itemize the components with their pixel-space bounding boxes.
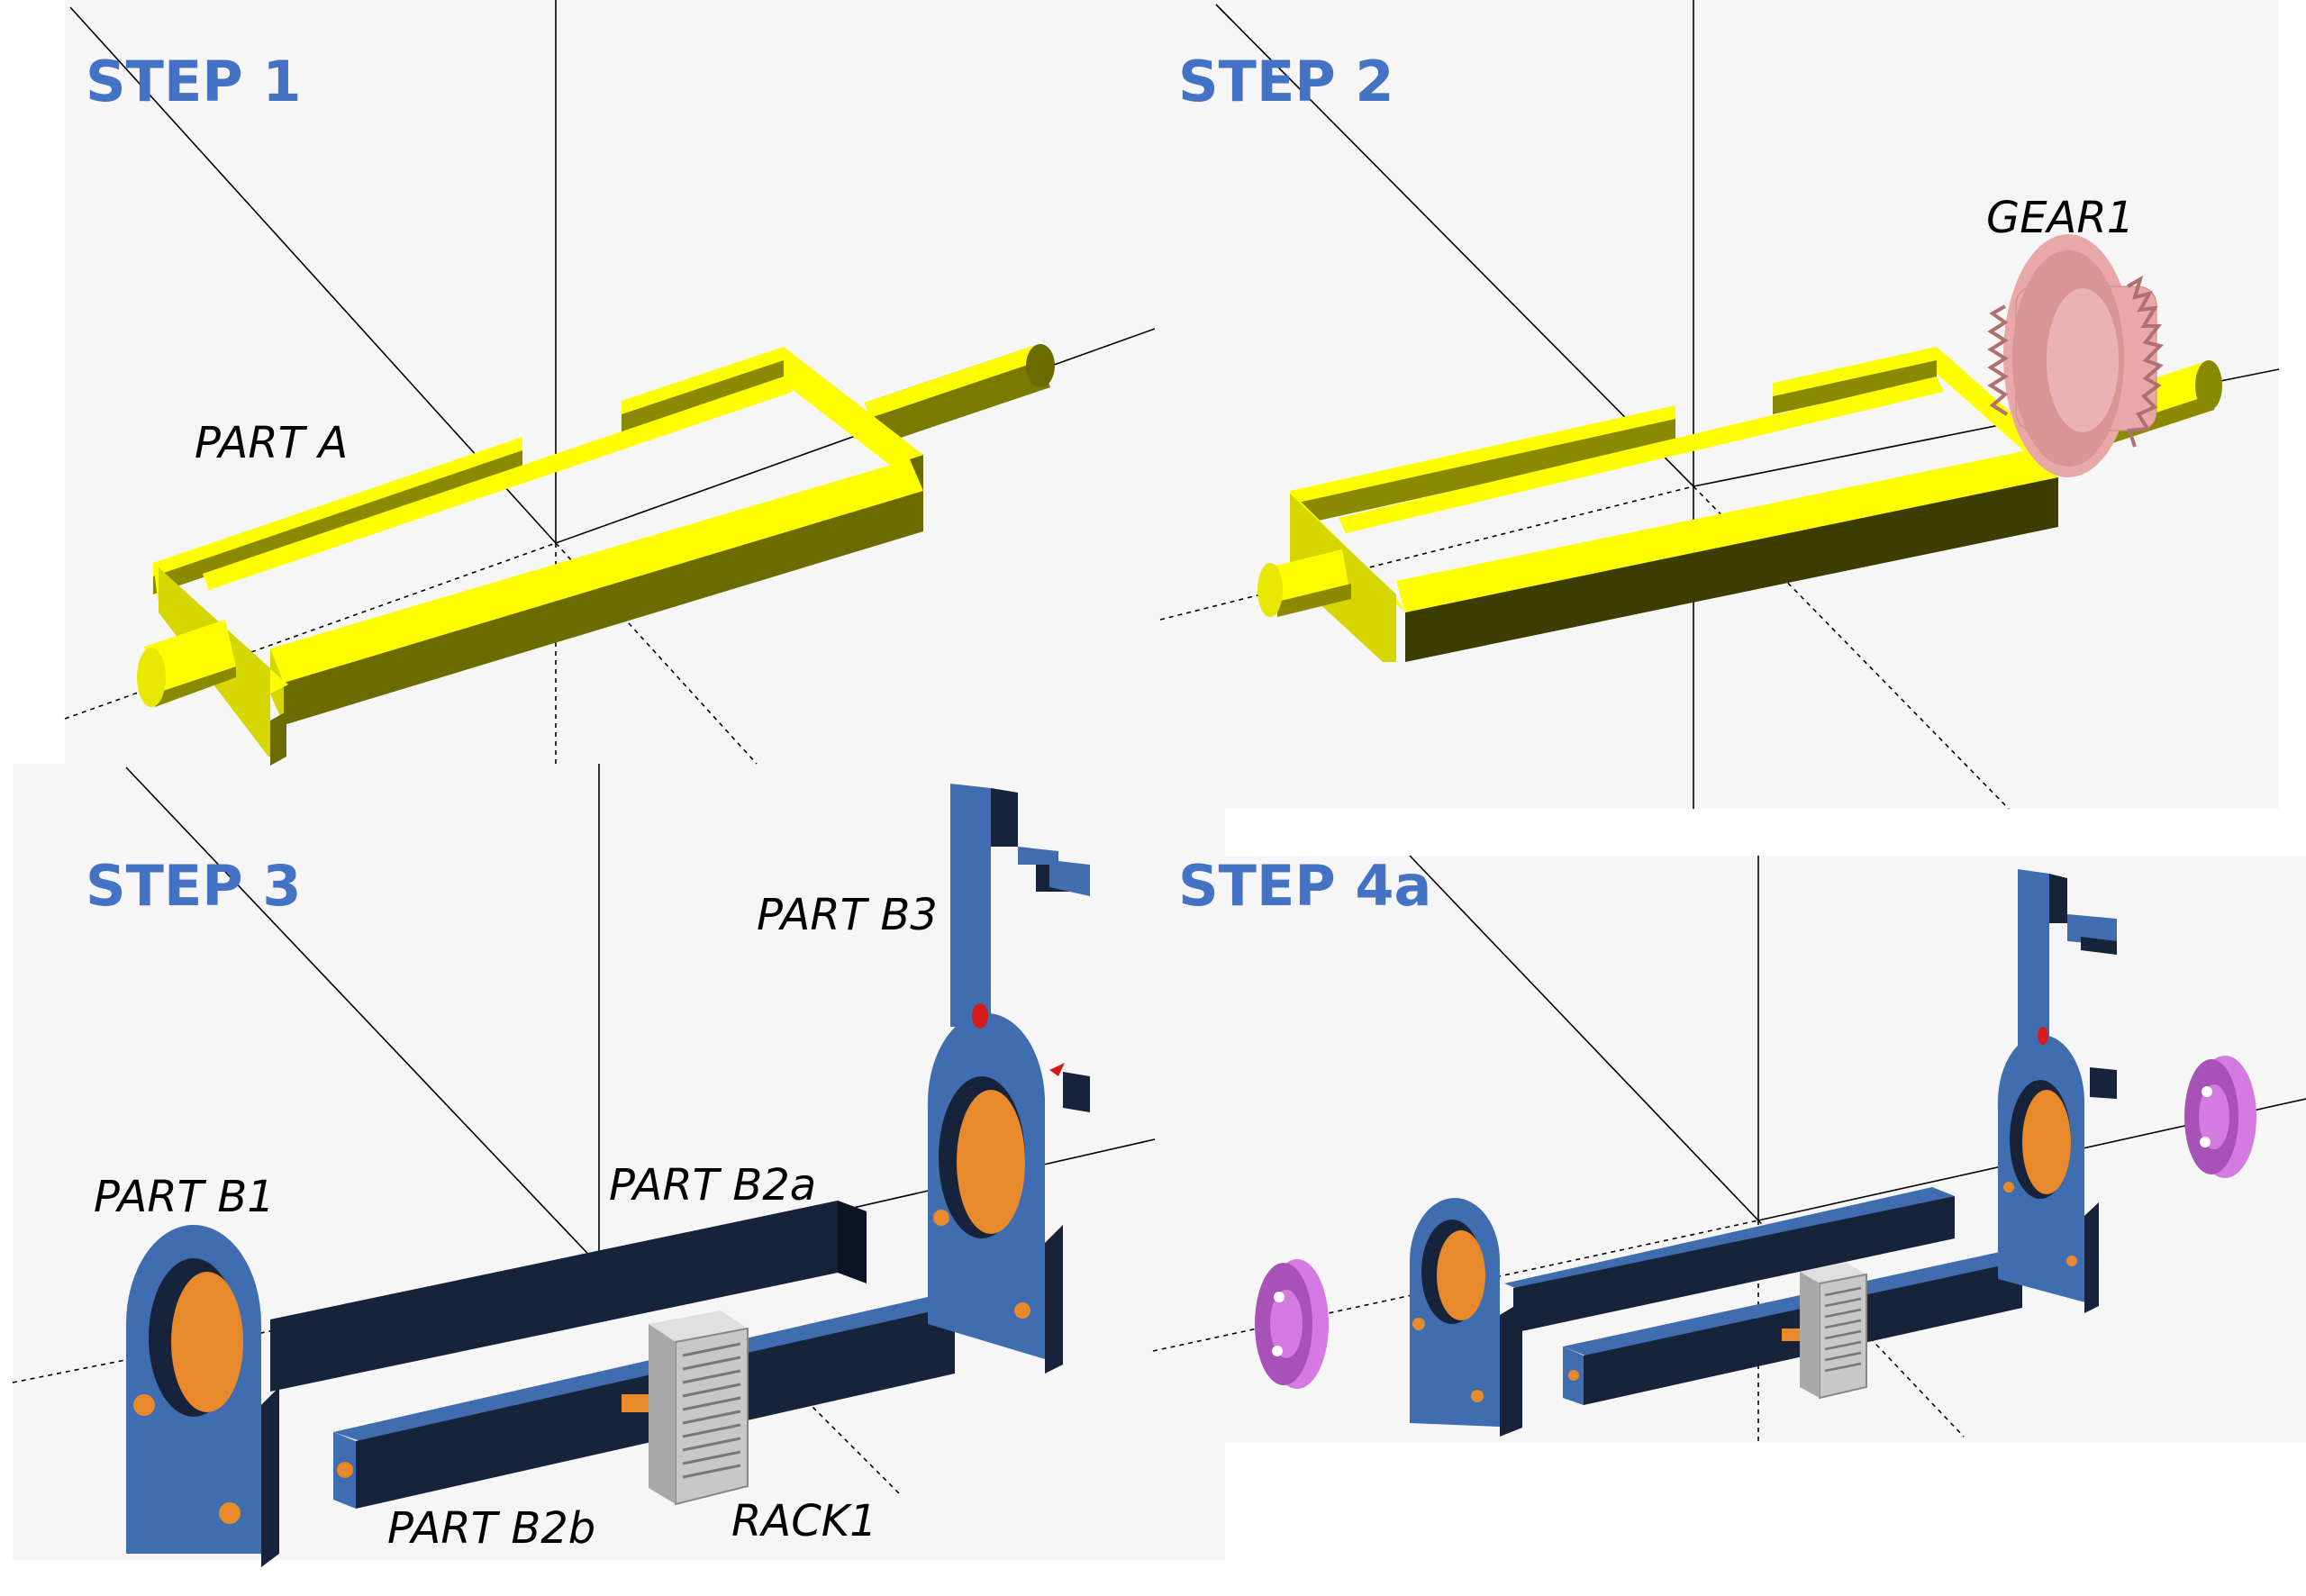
part-a-model-step2 [1257, 347, 2222, 662]
part-b2a-model [270, 1201, 867, 1392]
step2-title: STEP 2 [1178, 49, 1394, 114]
label-part-b2a: PART B2a [609, 1160, 816, 1211]
part-b3-model [927, 784, 1090, 1374]
label-rack1: RACK1 [731, 1496, 877, 1546]
rack1-model-step4a [1782, 1263, 1867, 1400]
label-part-b2b: PART B2b [387, 1503, 595, 1554]
label-gear1: GEAR1 [1986, 193, 2134, 243]
part-a-model [137, 344, 1055, 766]
step1-title: STEP 1 [86, 49, 301, 114]
panel-step2: STEP 2 GEAR1 [1159, 0, 2280, 810]
part-b2a-model-step4a [1504, 1187, 1955, 1333]
label-part-b3: PART B3 [757, 890, 938, 940]
bearing-left-model [1255, 1259, 1329, 1389]
bearing-right-model [2184, 1056, 2256, 1178]
panel-step3: STEP 3 PART B3 PART B1 PART B2a PART B2b… [12, 764, 1156, 1567]
step3-title: STEP 3 [86, 853, 301, 919]
part-b3-model-step4a [1997, 869, 2117, 1313]
gear1-model [1987, 234, 2164, 477]
label-part-b1: PART B1 [94, 1172, 275, 1222]
step4a-title: STEP 4a [1178, 853, 1431, 919]
panel-step1: STEP 1 PART A [64, 0, 1156, 766]
part-b1-model [126, 1225, 279, 1567]
label-part-a: PART A [195, 418, 348, 468]
rack1-model [622, 1310, 749, 1506]
part-b1-model-step4a [1410, 1198, 1522, 1437]
panel-step4a: STEP 4a [1152, 853, 2306, 1443]
